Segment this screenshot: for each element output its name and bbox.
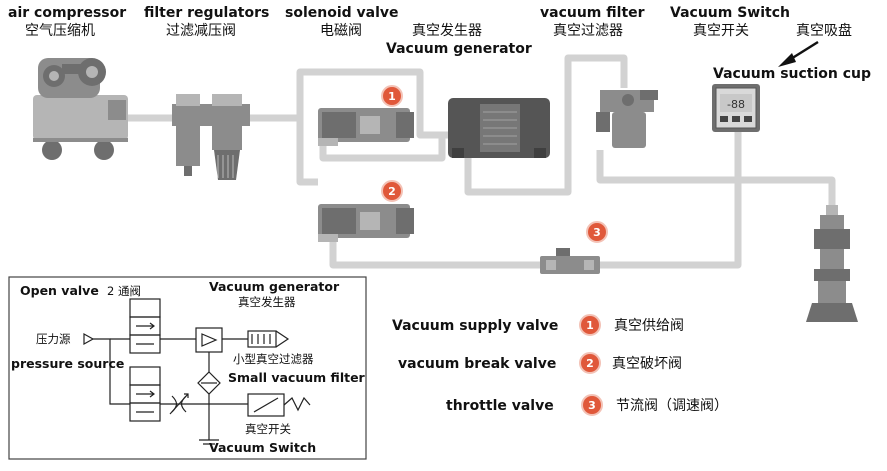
schematic-vacuum-switch-zh: 真空开关: [245, 422, 291, 436]
label-solenoid-valve-en: solenoid valve: [285, 5, 399, 21]
label-solenoid-valve-zh: 电磁阀: [320, 23, 362, 39]
schematic-small-filter-zh: 小型真空过滤器: [233, 352, 314, 366]
label-vacuum-generator-en: Vacuum generator: [386, 41, 532, 57]
legend: Vacuum supply valve 1 真空供给阀 vacuum break…: [392, 314, 728, 416]
vacuum-generator-icon: [448, 98, 550, 158]
label-vacuum-filter-zh: 真空过滤器: [553, 23, 623, 39]
label-suction-cup-zh: 真空吸盘: [796, 22, 852, 39]
schematic-panel: Open valve 2 通阀 压力源 pressure source Vacu…: [8, 276, 367, 460]
vacuum-filter-icon: [596, 90, 658, 148]
arrow-icon: [778, 40, 819, 67]
label-vacuum-switch-zh: 真空开关: [693, 23, 749, 39]
legend-label-zh: 节流阀（调速阀）: [616, 398, 728, 414]
label-vacuum-filter-en: vacuum filter: [540, 5, 645, 21]
legend-label-en: throttle valve: [446, 398, 554, 414]
legend-item-1: Vacuum supply valve 1 真空供给阀: [392, 314, 684, 336]
legend-badge-number: 2: [586, 357, 594, 370]
vacuum-suction-cup-icon: [806, 205, 858, 322]
legend-badge-number: 3: [588, 399, 596, 412]
badge-2: 2: [381, 180, 403, 202]
legend-label-en: Vacuum supply valve: [392, 318, 558, 334]
pipe-network: [128, 54, 836, 269]
label-vacuum-switch-en: Vacuum Switch: [670, 5, 790, 21]
schematic-vacuum-switch-en: Vacuum Switch: [209, 440, 316, 455]
schematic-vacuum-generator-en: Vacuum generator: [209, 279, 340, 294]
legend-item-2: vacuum break valve 2 真空破坏阀: [398, 352, 682, 374]
badge-1: 1: [381, 85, 403, 107]
solenoid-valve-2-icon: [318, 204, 414, 242]
schematic-open-valve-zh: 2 通阀: [107, 284, 141, 298]
svg-text:2: 2: [388, 185, 396, 198]
legend-badge-number: 1: [586, 319, 594, 332]
svg-text:3: 3: [593, 226, 601, 239]
badge-3: 3: [586, 221, 608, 243]
switch-display: -88: [727, 98, 745, 111]
label-vacuum-generator-zh: 真空发生器: [412, 23, 482, 39]
schematic-vacuum-generator-zh: 真空发生器: [238, 295, 296, 309]
schematic-pressure-source-zh: 压力源: [36, 332, 71, 346]
label-filter-regulators-en: filter regulators: [144, 5, 269, 21]
vacuum-switch-icon: -88: [712, 84, 760, 132]
filter-regulator-icon: [172, 94, 250, 180]
label-air-compressor-zh: 空气压缩机: [25, 23, 95, 39]
label-filter-regulators-zh: 过滤减压阀: [166, 23, 236, 39]
throttle-valve-icon: [540, 248, 600, 274]
label-suction-cup-en: Vacuum suction cup: [713, 66, 871, 82]
schematic-open-valve-en: Open valve: [20, 283, 99, 298]
schematic-pressure-source-en: pressure source: [11, 356, 124, 371]
svg-text:1: 1: [388, 90, 396, 103]
solenoid-valve-1-icon: [318, 108, 414, 146]
label-air-compressor-en: air compressor: [8, 5, 126, 21]
legend-label-en: vacuum break valve: [398, 356, 556, 372]
legend-item-3: throttle valve 3 节流阀（调速阀）: [446, 394, 728, 416]
schematic-small-filter-en: Small vacuum filter: [228, 370, 366, 385]
legend-label-zh: 真空破坏阀: [612, 356, 682, 372]
air-compressor-icon: [33, 58, 128, 160]
legend-label-zh: 真空供给阀: [614, 318, 684, 334]
